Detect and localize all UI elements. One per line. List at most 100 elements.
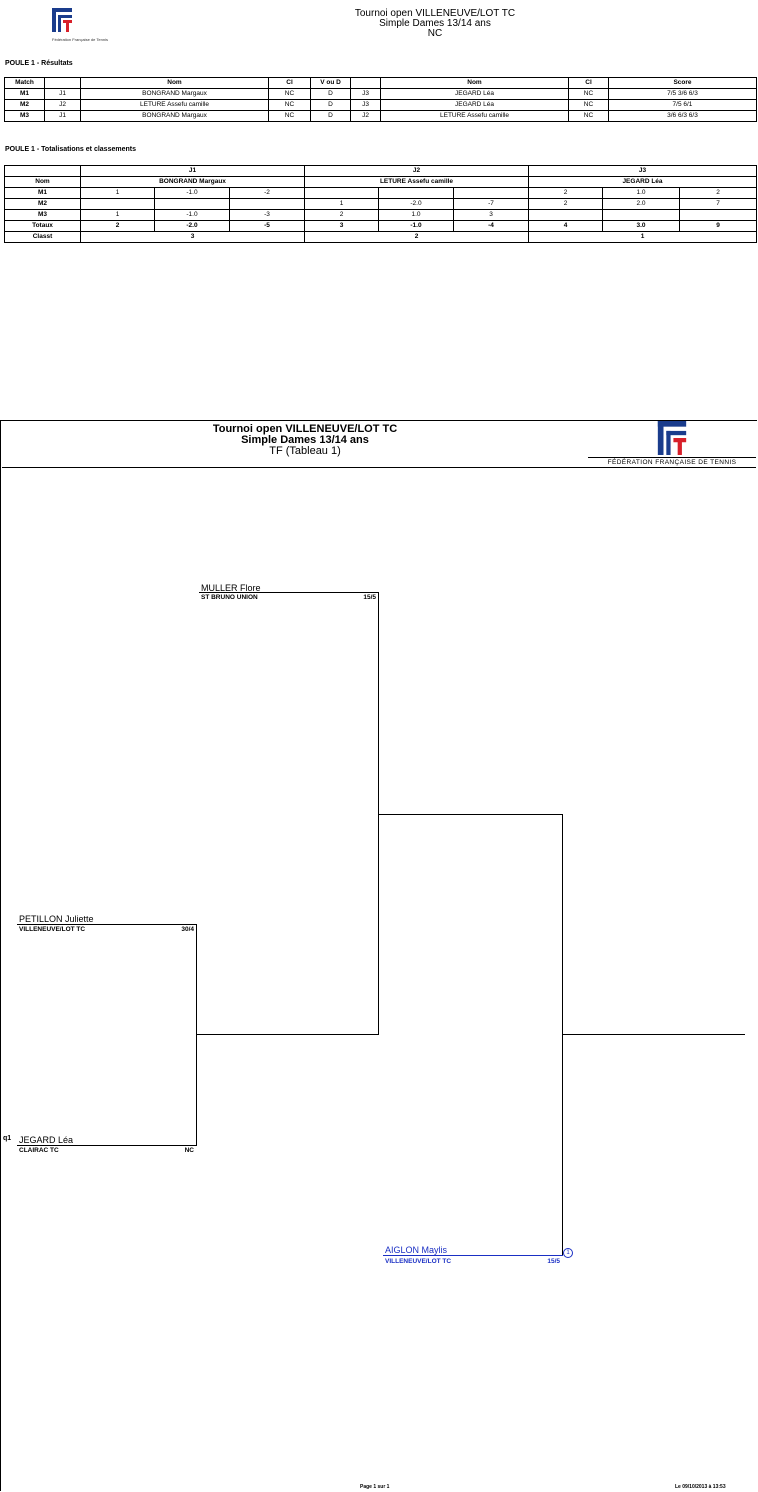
cell: 1	[80, 209, 155, 221]
cell: 1	[304, 198, 379, 210]
player-class: NC	[568, 88, 609, 100]
player-club-jegard: CLAIRAC TC	[19, 1147, 59, 1154]
player-id: J2	[350, 110, 381, 122]
table-row: M3 J1 BONGRAND Margaux NC D J2 LETURE As…	[4, 110, 757, 122]
header-name-a: Nom	[80, 77, 269, 89]
event-category: NC	[427, 28, 443, 39]
results-section-title: POULE 1 - Résultats	[5, 60, 73, 67]
cell: 2	[304, 209, 379, 221]
table-row: Totaux 2 -2.0 -5 3 -1.0 -4 4 3.0 9	[4, 220, 757, 232]
bracket-event-title: Simple Dames 13/14 ans	[241, 434, 369, 446]
bracket-tournament-title: Tournoi open VILLENEUVE/LOT TC	[212, 423, 398, 435]
bracket-table-title: TF (Tableau 1)	[269, 445, 341, 457]
player-name: BONGRAND Margaux	[80, 88, 269, 100]
results-header-row: Match Nom Cl V ou D Nom Cl Score	[4, 77, 757, 89]
event-title: Simple Dames 13/14 ans	[379, 18, 491, 29]
cell: 2	[528, 198, 603, 210]
cell	[229, 198, 305, 210]
cell: -3	[229, 209, 305, 221]
header-win-loss: V ou D	[310, 77, 351, 89]
document-header: Tournoi open VILLENEUVE/LOT TC Simple Da…	[250, 9, 620, 39]
row-label: M2	[4, 198, 81, 210]
bracket-line	[378, 592, 379, 1035]
player-id: J2	[44, 99, 81, 111]
classement-j2: 2	[304, 231, 529, 243]
fft-logo-icon	[657, 421, 687, 455]
player-name-j1: BONGRAND Margaux	[80, 176, 305, 188]
classement-j3: 1	[528, 231, 757, 243]
player-name-aiglon: AIGLON Maylis	[385, 1245, 448, 1255]
cell	[80, 198, 155, 210]
table-row: M2 1 -2.0 -7 2 2.0 7	[4, 198, 757, 210]
cell: 7	[679, 198, 757, 210]
match-score: 7/5 3/6 6/3	[608, 88, 757, 100]
fft-logo-large: FÉDÉRATION FRANÇAISE DE TENNIS	[588, 421, 756, 471]
header-match: Match	[4, 77, 45, 89]
player-class: NC	[268, 99, 311, 111]
print-date: Le 09/10/2013 à 13:53	[675, 1484, 726, 1490]
table-row: M1 1 -1.0 -2 2 1.0 2	[4, 187, 757, 199]
cell	[453, 187, 529, 199]
player-id: J3	[350, 88, 381, 100]
player-rank-aiglon: 15/5	[547, 1258, 560, 1265]
classement-label: Classt	[4, 231, 81, 243]
win-loss: D	[310, 99, 351, 111]
player-id: J1	[44, 88, 81, 100]
player-rank-jegard: NC	[184, 1147, 194, 1154]
totals-section-title: POULE 1 - Totalisations et classements	[5, 146, 136, 153]
cell: -1.0	[154, 209, 230, 221]
win-loss: D	[310, 88, 351, 100]
player-name-j2: LETURE Assefu camille	[304, 176, 529, 188]
cell: 2	[528, 187, 603, 199]
cell: 9	[679, 220, 757, 232]
classement-j1: 3	[80, 231, 305, 243]
player-name: LETURE Assefu camille	[380, 110, 569, 122]
logo-caption: Fédération Française de Tennis	[52, 37, 108, 42]
seed-label: q1	[3, 1135, 12, 1142]
bracket-line	[17, 1145, 197, 1146]
player-id: J1	[44, 110, 81, 122]
results-table: Match Nom Cl V ou D Nom Cl Score M1 J1 B…	[4, 77, 757, 122]
player-id-j2: J2	[304, 165, 529, 177]
cell: 3	[453, 209, 529, 221]
cell: -4	[453, 220, 529, 232]
header-name-b: Nom	[380, 77, 569, 89]
cell: -1.0	[378, 220, 454, 232]
totals-table: J1 J2 J3 Nom BONGRAND Margaux LETURE Ass…	[4, 165, 757, 243]
page-number: Page 1 sur 1	[360, 1484, 390, 1490]
name-label: Nom	[4, 176, 81, 188]
header-class-a: Cl	[268, 77, 311, 89]
fft-logo-small: Fédération Française de Tennis	[52, 8, 112, 44]
player-class: NC	[568, 99, 609, 111]
player-class: NC	[268, 88, 311, 100]
table-row: M3 1 -1.0 -3 2 1.0 3	[4, 209, 757, 221]
player-id-j3: J3	[528, 165, 757, 177]
cell: -2.0	[378, 198, 454, 210]
bracket-frame	[0, 420, 757, 1491]
player-club-petillon: VILLENEUVE/LOT TC	[19, 926, 86, 933]
cell: -2	[229, 187, 305, 199]
totals-player-row: J1 J2 J3	[4, 165, 757, 177]
cell: -2.0	[154, 220, 230, 232]
player-name: JEGARD Léa	[380, 99, 569, 111]
player-name-petillon: PETILLON Juliette	[19, 914, 94, 924]
cell: 4	[528, 220, 603, 232]
cell: 3.0	[602, 220, 680, 232]
header-player-b-id	[350, 77, 381, 89]
win-loss: D	[310, 110, 351, 122]
classement-row: Classt 3 2 1	[4, 231, 757, 243]
cell: -5	[229, 220, 305, 232]
fft-logo-icon	[52, 8, 72, 32]
bracket-line	[196, 924, 197, 1146]
match-score: 3/6 6/3 6/3	[608, 110, 757, 122]
player-name-jegard: JEGARD Léa	[19, 1135, 74, 1145]
bracket-line	[199, 592, 379, 593]
player-club-aiglon: VILLENEUVE/LOT TC	[385, 1258, 452, 1265]
cell	[602, 209, 680, 221]
player-id-j1: J1	[80, 165, 305, 177]
row-label: Totaux	[4, 220, 81, 232]
cell	[679, 209, 757, 221]
player-name-j3: JEGARD Léa	[528, 176, 757, 188]
federation-name: FÉDÉRATION FRANÇAISE DE TENNIS	[588, 457, 756, 468]
header-player-a-id	[44, 77, 81, 89]
